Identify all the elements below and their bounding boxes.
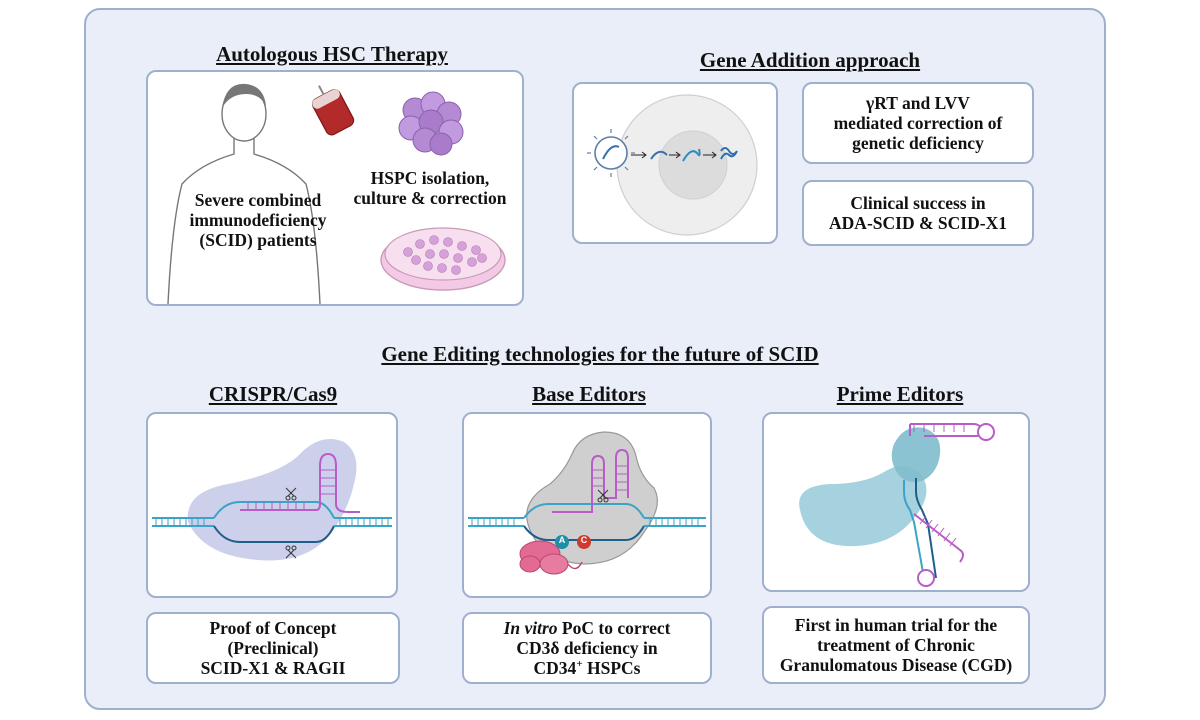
nucleotide-c-marker <box>577 535 591 549</box>
nucleotide-a-label: A <box>558 535 566 545</box>
cas9-complex-icon <box>152 439 392 561</box>
scissors-icon <box>597 489 609 503</box>
scid-patients-label: Severe combined immunodeficiency (SCID) … <box>189 190 327 250</box>
stem-cell-cluster-icon <box>398 91 464 156</box>
patient-figure-icon <box>167 83 321 305</box>
blood-bag-icon <box>311 85 355 136</box>
base-editor-caption-box: In vitro PoC to correct CD3δ deficiency … <box>462 612 712 684</box>
scissors-icon <box>285 487 297 501</box>
gene-addition-success-box: Clinical success in ADA-SCID & SCID-X1 <box>802 180 1034 246</box>
base-editor-complex-icon <box>468 431 706 575</box>
base-editors-title: Base Editors <box>532 382 646 406</box>
hsc-therapy-title: Autologous HSC Therapy <box>216 42 448 66</box>
crispr-caption-box: Proof of Concept (Preclinical) SCID-X1 &… <box>146 612 400 684</box>
hspc-isolation-label: HSPC isolation, culture & correction <box>353 168 507 208</box>
crispr-title: CRISPR/Cas9 <box>208 382 338 406</box>
scissors-icon <box>285 545 297 559</box>
gene-addition-title: Gene Addition approach <box>699 48 921 72</box>
prime-editor-complex-icon <box>799 423 995 587</box>
gene-editing-title: Gene Editing technologies for the future… <box>381 342 819 366</box>
prime-editor-caption-box: First in human trial for the treatment o… <box>762 606 1030 684</box>
petri-dish-icon <box>380 227 506 291</box>
gene-addition-vector-box: γRT and LVV mediated correction of genet… <box>802 82 1034 164</box>
prime-editors-title: Prime Editors <box>836 382 964 406</box>
nucleotide-a-marker <box>555 535 569 549</box>
vector-transduction-cell-icon <box>587 94 758 236</box>
nucleotide-c-label: C <box>580 535 588 545</box>
deaminase-icon <box>519 540 583 575</box>
